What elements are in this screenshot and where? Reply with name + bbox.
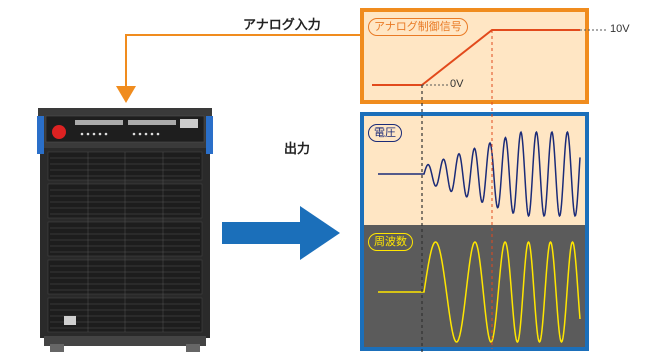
voltage-pill: 電圧 [368,124,402,142]
output-label: 出力 [284,141,311,156]
analog-control-signal-pill: アナログ制御信号 [368,18,468,36]
power-supply-cabinet-icon [37,108,213,352]
frequency-pill: 周波数 [368,233,413,251]
right-arrow-icon [222,206,340,260]
frequency-waveform [378,240,581,344]
voltage-waveform [378,130,581,218]
zero-volt-label: 0V [450,78,464,90]
ten-volt-label: 10V [610,23,630,35]
elbow-arrow-down-icon [116,34,362,103]
analog-input-label: アナログ入力 [243,17,321,32]
